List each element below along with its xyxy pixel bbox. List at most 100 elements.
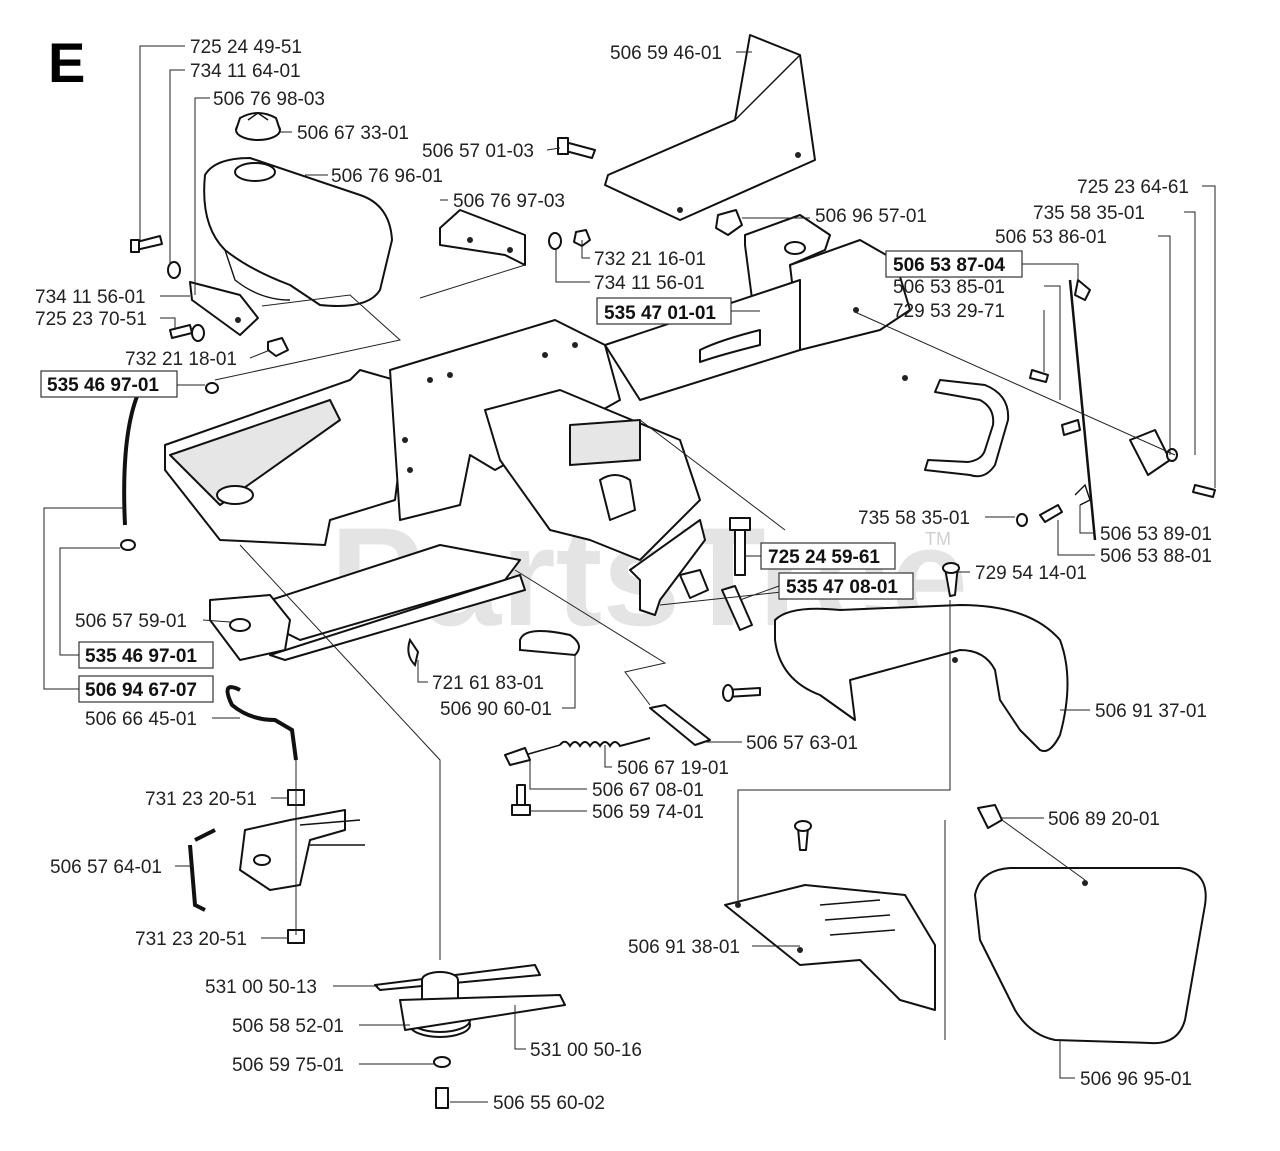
leader-line <box>514 1005 526 1050</box>
section-letter: E <box>48 31 85 94</box>
callout-l31: 506 94 67-07 <box>43 507 214 703</box>
leader-line <box>1184 211 1196 455</box>
leader-line <box>604 745 612 768</box>
part-number-label: 506 96 57-01 <box>815 206 927 227</box>
bolt-506-55-60-02 <box>435 1087 449 1109</box>
callout-l36: 506 57 63-01 <box>705 733 858 754</box>
z-rod-part <box>188 828 216 912</box>
part-number-label: 731 23 20-51 <box>145 789 257 810</box>
part-number-label: 506 96 95-01 <box>1080 1069 1192 1090</box>
bracket-506-57-59-01 <box>209 594 291 661</box>
part-number-label: 506 53 88-01 <box>1100 546 1212 567</box>
center-bracket-part <box>484 389 701 561</box>
screw-belt-cover <box>722 684 761 702</box>
screw-grass-deflector <box>794 820 812 851</box>
leader-line <box>417 660 428 683</box>
callout-l41: 506 57 64-01 <box>50 857 192 878</box>
main-frame-part <box>164 214 911 546</box>
nut-731-23-20-51b <box>287 929 305 944</box>
assembly-lines <box>214 264 1176 1040</box>
washer-734-11-56-01 <box>191 324 205 342</box>
part-number-label: 506 67 33-01 <box>297 123 409 144</box>
callout-l49: 506 55 60-02 <box>450 1093 605 1114</box>
callout-l13: 506 59 46-01 <box>610 43 752 64</box>
pin-535-47-08-01 <box>721 585 753 631</box>
callout-l48: 506 59 75-01 <box>232 1055 434 1076</box>
highlight-box <box>760 542 896 570</box>
part-number-label: 506 59 74-01 <box>592 802 704 823</box>
callout-l06: 506 76 97-03 <box>440 191 565 212</box>
part-number-label: 535 47 01-01 <box>604 303 716 324</box>
leader-line <box>1202 185 1216 488</box>
callout-l17: 725 23 64-61 <box>1077 177 1216 488</box>
part-number-label: 725 24 49-51 <box>190 37 302 58</box>
highlight-box <box>40 370 178 398</box>
callout-l22: 729 53 29-71 <box>893 301 1045 372</box>
leader-line <box>1044 285 1061 400</box>
part-number-label: 725 23 70-51 <box>35 309 147 330</box>
part-number-label: 506 53 89-01 <box>1100 524 1212 545</box>
spring-clip-part <box>519 630 580 657</box>
fuel-tank-part <box>203 157 393 307</box>
part-number-label: 506 76 96-01 <box>331 166 443 187</box>
leader-line <box>160 317 176 330</box>
side-panel-part <box>974 867 1207 1045</box>
callout-l37: 506 67 19-01 <box>604 745 729 779</box>
callout-l10: 725 23 70-51 <box>35 309 176 330</box>
callout-l34: 506 66 45-01 <box>85 709 240 730</box>
bolt-506-57-01-03 <box>557 137 596 159</box>
part-number-label: 506 57 01-03 <box>422 141 534 162</box>
part-number-label: 506 57 64-01 <box>50 857 162 878</box>
part-number-label: 506 76 98-03 <box>213 89 325 110</box>
callout-l27: 535 47 08-01 <box>739 572 914 601</box>
leader-line <box>1022 263 1079 280</box>
callout-l29: 506 57 59-01 <box>75 611 231 632</box>
fuel-hose-part <box>122 378 147 526</box>
grass-deflector-part <box>724 884 936 1011</box>
part-number-label: 725 24 59-61 <box>768 547 880 568</box>
callout-l11: 732 21 18-01 <box>125 349 271 370</box>
callout-l25: 506 53 88-01 <box>1057 520 1212 567</box>
callout-l38: 506 67 08-01 <box>529 760 704 801</box>
part-number-label: 506 58 52-01 <box>232 1016 344 1037</box>
callout-l16: 535 47 01-01 <box>596 297 760 325</box>
rod-506-66-45-01 <box>225 685 298 761</box>
callout-l32: 721 61 83-01 <box>417 660 544 694</box>
callout-l43: 506 89 20-01 <box>1002 809 1160 830</box>
callout-l28: 729 54 14-01 <box>958 563 1087 584</box>
part-number-label: 735 58 35-01 <box>858 508 970 529</box>
seat-plate-part <box>604 34 816 221</box>
part-number-label: 735 58 35-01 <box>1033 203 1145 224</box>
callout-l30: 535 46 97-01 <box>59 547 214 669</box>
belt-cover-part <box>774 604 1069 752</box>
highlight-box <box>596 297 732 325</box>
part-number-label: 734 11 56-01 <box>594 273 705 294</box>
watermark-tm: TM <box>925 529 951 549</box>
linkage-part <box>1029 279 1216 541</box>
callout-l39: 506 59 74-01 <box>530 802 704 823</box>
callout-l05: 506 76 96-01 <box>305 166 443 187</box>
leader-line <box>562 655 576 709</box>
part-number-label: 506 57 59-01 <box>75 611 187 632</box>
part-number-label: 531 00 50-16 <box>530 1040 642 1061</box>
highlight-box <box>778 572 914 600</box>
part-number-label: 506 59 46-01 <box>610 43 722 64</box>
part-number-label: 506 91 37-01 <box>1095 701 1207 722</box>
part-number-label: 506 89 20-01 <box>1048 809 1160 830</box>
callout-l46: 506 58 52-01 <box>232 1016 410 1037</box>
fuel-cap-part <box>235 112 281 141</box>
callout-l26: 725 24 59-61 <box>745 542 896 570</box>
part-number-label: 506 53 87-04 <box>893 255 1005 276</box>
part-number-label: 506 67 19-01 <box>617 758 729 779</box>
bolt-725-24-59-61 <box>729 517 751 576</box>
leader-line <box>555 250 590 283</box>
callout-l15: 506 96 57-01 <box>742 206 927 227</box>
callout-l45: 531 00 50-13 <box>205 977 378 998</box>
cotter-pin-part <box>407 637 420 667</box>
rear-handle-part <box>924 379 1010 478</box>
leader-line <box>581 240 590 259</box>
part-number-label: 506 76 97-03 <box>453 191 565 212</box>
callout-l20: 506 53 87-04 <box>885 250 1079 280</box>
part-number-label: 506 91 38-01 <box>628 937 740 958</box>
